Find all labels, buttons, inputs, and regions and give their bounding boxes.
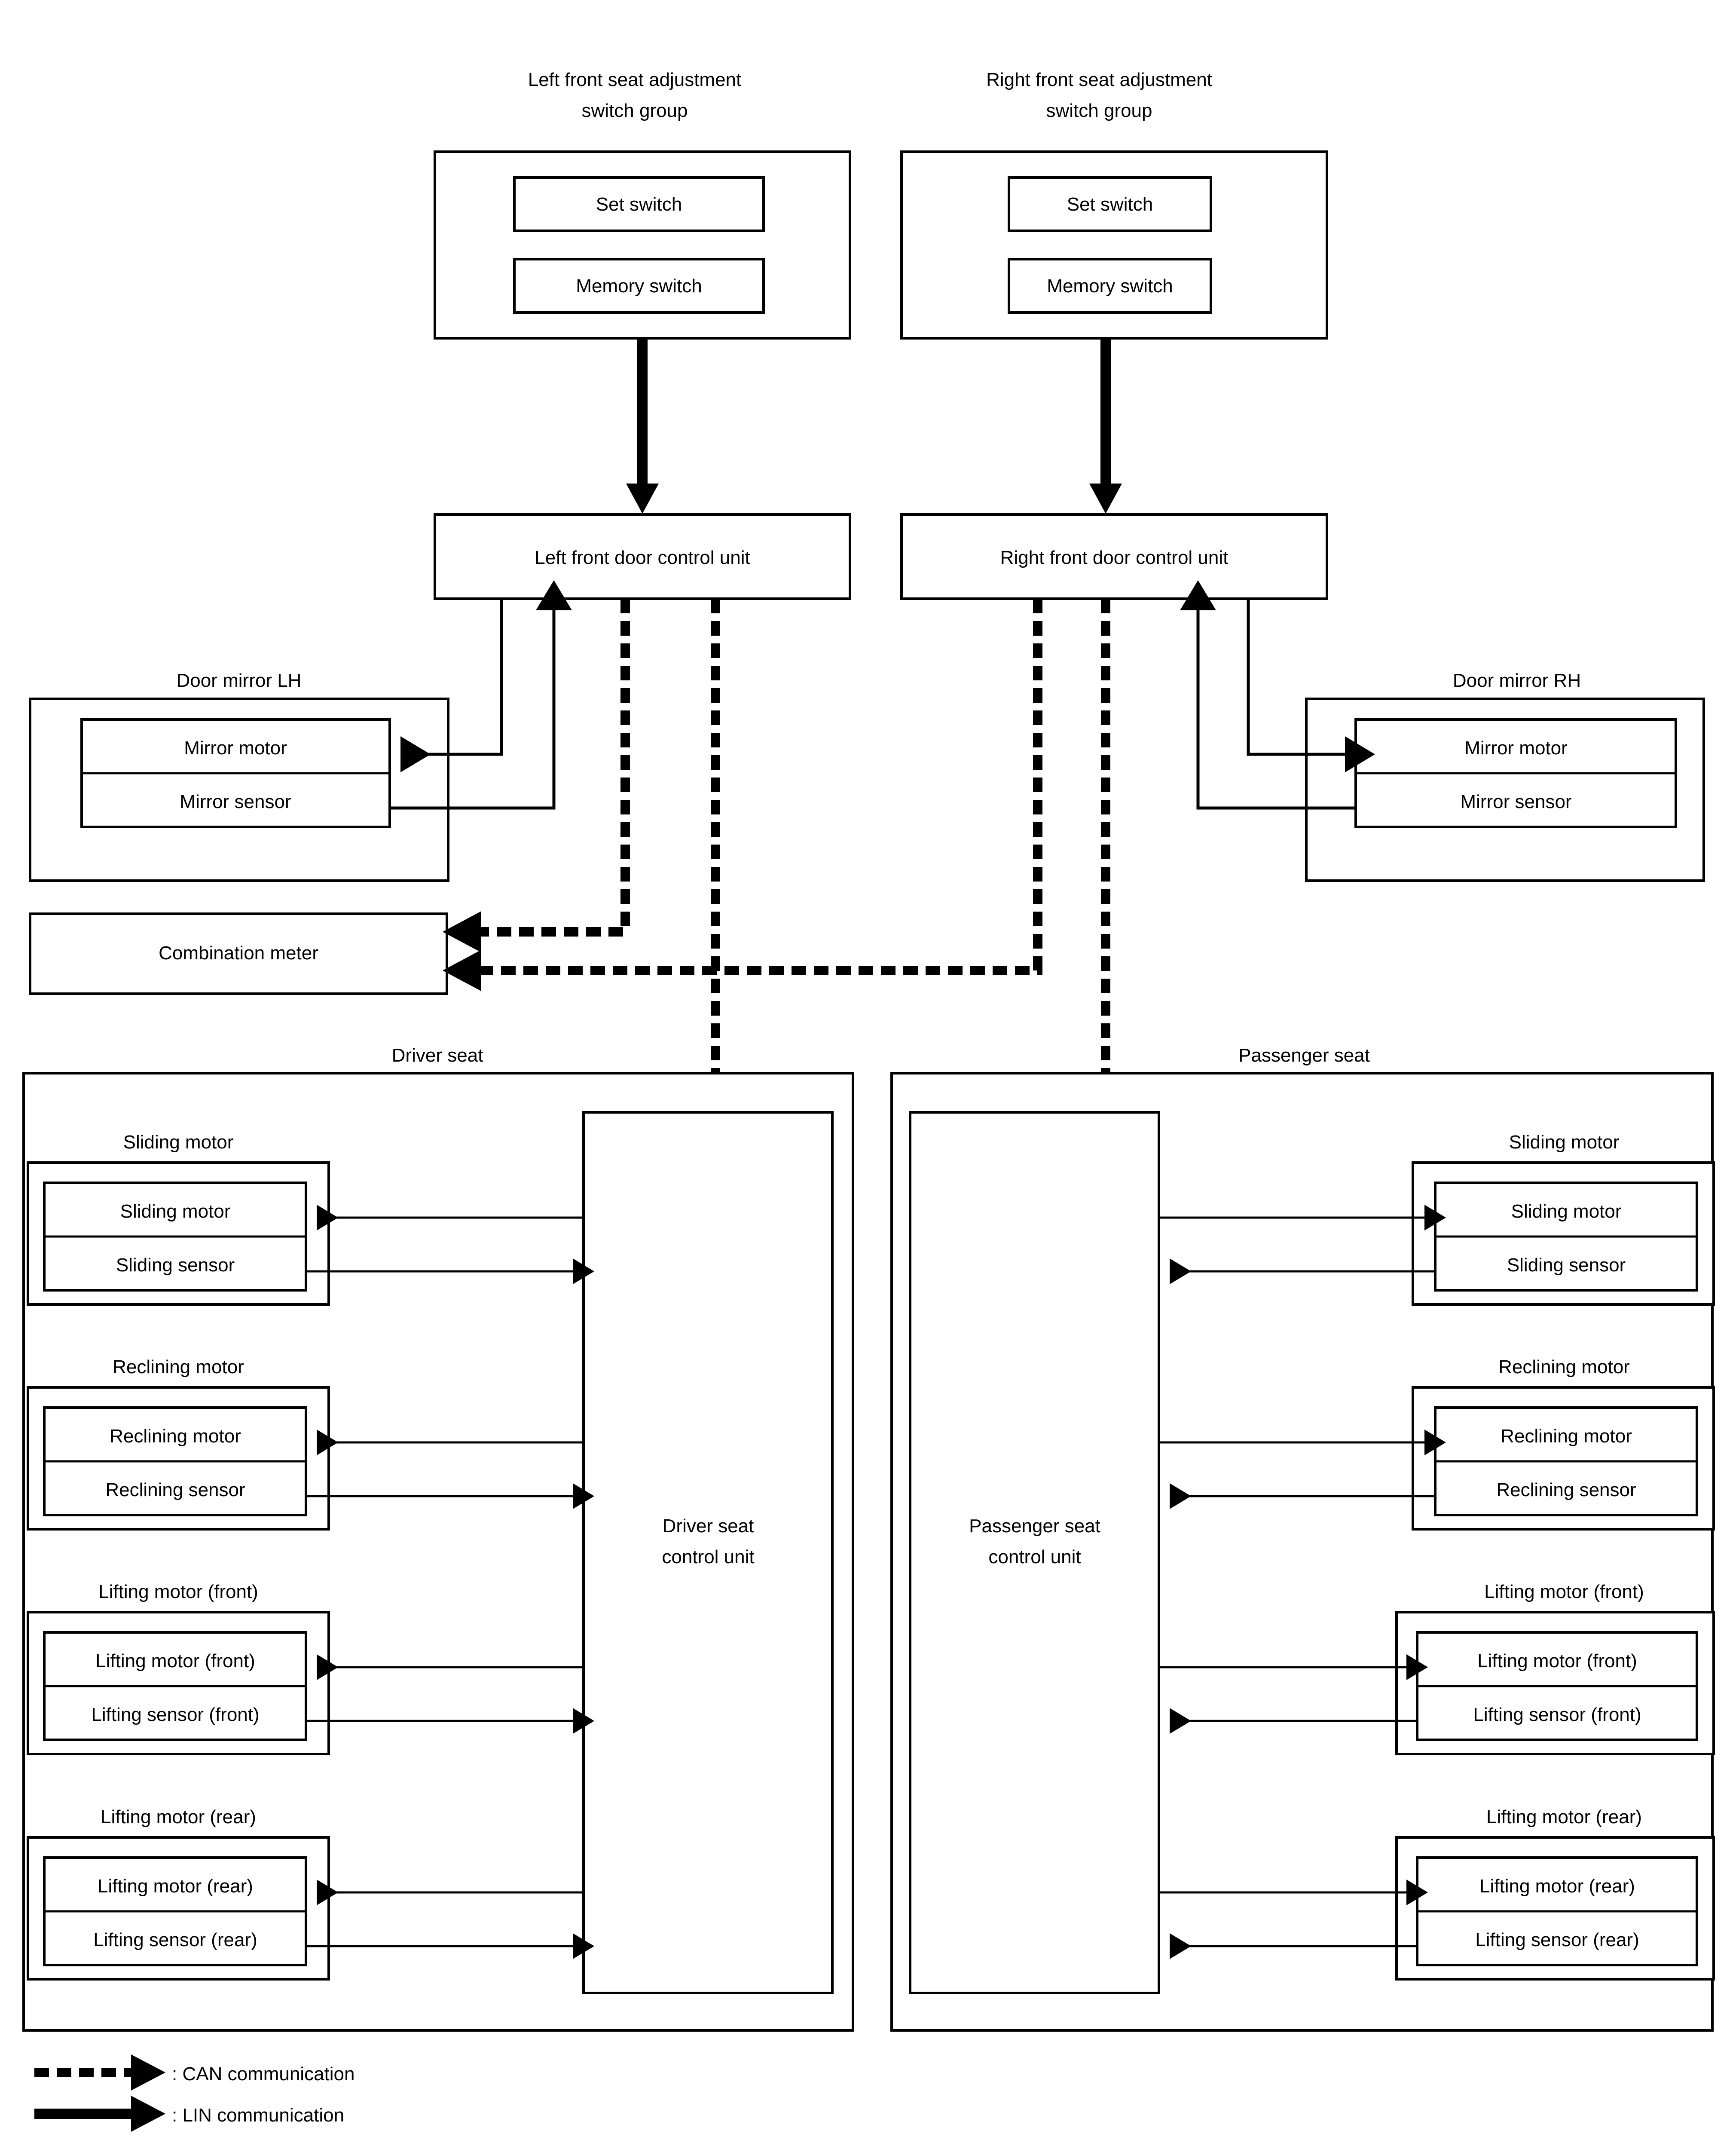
driver-reclining-motor-label: Reclining motor	[110, 1426, 241, 1447]
switch-to-door-links	[626, 340, 1122, 514]
passenger-actuator-lifting-rear: Lifting motor (rear) Lifting motor (rear…	[1159, 1806, 1715, 1981]
legend: : CAN communication : LIN communication	[34, 2054, 355, 2132]
driver-lifting-front-motor-label: Lifting motor (front)	[95, 1650, 255, 1671]
legend-lin-arrow-head	[131, 2096, 165, 2132]
driver-lifting-front-sensor-label: Lifting sensor (front)	[91, 1704, 259, 1725]
mirror-sensor-lh-label: Mirror sensor	[180, 791, 291, 812]
passenger-seat-control-unit-label-2: control unit	[988, 1546, 1081, 1567]
left-switch-link-arrowhead	[626, 484, 659, 514]
legend-lin-label: : LIN communication	[172, 2105, 344, 2126]
driver-seat-panel-label: Driver seat	[392, 1045, 483, 1066]
combination-meter-label: Combination meter	[159, 943, 318, 964]
combination-meter-box[interactable]	[29, 912, 448, 995]
driver-lifting-rear-sensor-label: Lifting sensor (rear)	[93, 1929, 257, 1950]
lin-left-door-to-mirror-motor	[400, 599, 503, 772]
driver-sliding-group-label: Sliding motor	[123, 1132, 234, 1153]
passenger-lifting-rear-motor-label: Lifting motor (rear)	[1479, 1876, 1635, 1897]
door-mirror-lh: Door mirror LH Mirror motor Mirror senso…	[29, 670, 449, 882]
set-switch-left-box[interactable]	[513, 176, 765, 232]
switch-group-left-label-2: switch group	[581, 100, 688, 121]
driver-lifting-front-group-label: Lifting motor (front)	[98, 1581, 258, 1602]
right-switch-link-arrowhead	[1089, 484, 1122, 514]
passenger-lifting-front-motor-label: Lifting motor (front)	[1477, 1650, 1637, 1671]
passenger-reclining-motor-label: Reclining motor	[1501, 1426, 1632, 1447]
driver-reclining-group-label: Reclining motor	[113, 1356, 244, 1378]
door-mirror-rh: Door mirror RH Mirror motor Mirror senso…	[1305, 670, 1705, 882]
passenger-lifting-rear-sensor-label: Lifting sensor (rear)	[1475, 1929, 1639, 1950]
passenger-seat-control-unit[interactable]	[909, 1111, 1160, 1994]
passenger-sliding-group-label: Sliding motor	[1509, 1132, 1620, 1153]
passenger-lifting-front-group-label: Lifting motor (front)	[1484, 1581, 1644, 1602]
lin-right-mirror-links	[1180, 580, 1375, 810]
driver-lifting-rear-motor-label: Lifting motor (rear)	[98, 1876, 253, 1897]
switch-group-right-label-2: switch group	[1046, 100, 1152, 121]
driver-seat-control-unit-label-1: Driver seat	[663, 1515, 754, 1537]
can-links	[443, 599, 1126, 1135]
can-meter-arrowhead-top	[443, 911, 481, 952]
door-mirror-rh-label: Door mirror RH	[1453, 670, 1581, 691]
mirror-sensor-rh-label: Mirror sensor	[1460, 791, 1571, 812]
switch-group-right-label-1: Right front seat adjustment	[986, 69, 1212, 90]
memory-switch-left-label: Memory switch	[576, 276, 702, 297]
lin-mirror-sensor-to-left-door	[390, 580, 572, 810]
mirror-motor-rh-label: Mirror motor	[1464, 738, 1568, 759]
right-front-door-control-unit[interactable]	[900, 513, 1328, 600]
passenger-lifting-rear-group-label: Lifting motor (rear)	[1486, 1806, 1642, 1828]
switch-group-right: Right front seat adjustment switch group…	[900, 69, 1328, 340]
passenger-sliding-motor-label: Sliding motor	[1511, 1201, 1622, 1222]
driver-reclining-sensor-label: Reclining sensor	[105, 1479, 245, 1500]
passenger-reclining-sensor-label: Reclining sensor	[1496, 1479, 1636, 1500]
memory-switch-right-label: Memory switch	[1047, 276, 1173, 297]
memory-switch-left-box[interactable]	[513, 258, 765, 314]
passenger-sliding-sensor-label: Sliding sensor	[1507, 1255, 1626, 1276]
can-meter-arrowhead-bottom	[443, 950, 481, 991]
right-front-door-control-unit-label: Right front door control unit	[1000, 547, 1229, 568]
switch-group-left: Left front seat adjustment switch group …	[434, 69, 851, 340]
passenger-actuator-lifting-front: Lifting motor (front) Lifting motor (fro…	[1159, 1581, 1715, 1755]
driver-seat-control-unit-label-2: control unit	[662, 1546, 754, 1567]
driver-sliding-sensor-label: Sliding sensor	[116, 1255, 235, 1276]
lin-right-door-to-mirror-motor	[1247, 599, 1375, 772]
passenger-seat-panel-label: Passenger seat	[1238, 1045, 1370, 1066]
can-left-door-to-meter	[479, 599, 630, 937]
driver-actuator-reclining: Reclining motor Reclining motor Reclinin…	[27, 1356, 594, 1531]
set-switch-right-label: Set switch	[1067, 194, 1153, 215]
left-front-door-control-unit-label: Left front door control unit	[535, 547, 750, 568]
driver-actuator-sliding: Sliding motor Sliding motor Sliding sens…	[27, 1132, 594, 1306]
left-front-door-control-unit[interactable]	[434, 513, 851, 600]
driver-sliding-motor-label: Sliding motor	[120, 1201, 231, 1222]
mirror-motor-lh-label: Mirror motor	[184, 738, 287, 759]
set-switch-left-label: Set switch	[596, 194, 682, 215]
set-switch-right-box[interactable]	[1008, 176, 1212, 232]
passenger-reclining-group-label: Reclining motor	[1498, 1356, 1630, 1378]
passenger-actuator-reclining: Reclining motor Reclining motor Reclinin…	[1159, 1356, 1715, 1531]
passenger-actuator-sliding: Sliding motor Sliding motor Sliding sens…	[1159, 1132, 1715, 1306]
memory-switch-right-box[interactable]	[1008, 258, 1212, 314]
legend-can-arrow-head	[131, 2054, 165, 2091]
switch-group-left-label-1: Left front seat adjustment	[528, 69, 742, 90]
passenger-seat-control-unit-label-1: Passenger seat	[969, 1515, 1100, 1537]
driver-actuator-lifting-rear: Lifting motor (rear) Lifting motor (rear…	[27, 1806, 594, 1981]
driver-seat-control-unit[interactable]	[582, 1111, 834, 1994]
lin-mirror-sensor-to-right-door	[1180, 580, 1356, 810]
driver-lifting-rear-group-label: Lifting motor (rear)	[101, 1806, 256, 1828]
can-right-door-to-meter	[479, 599, 1042, 975]
passenger-lifting-front-sensor-label: Lifting sensor (front)	[1473, 1704, 1641, 1725]
legend-can-label: : CAN communication	[172, 2063, 355, 2085]
door-mirror-lh-label: Door mirror LH	[177, 670, 302, 691]
lin-left-mirror-links	[390, 580, 572, 810]
driver-actuator-lifting-front: Lifting motor (front) Lifting motor (fro…	[27, 1581, 594, 1755]
